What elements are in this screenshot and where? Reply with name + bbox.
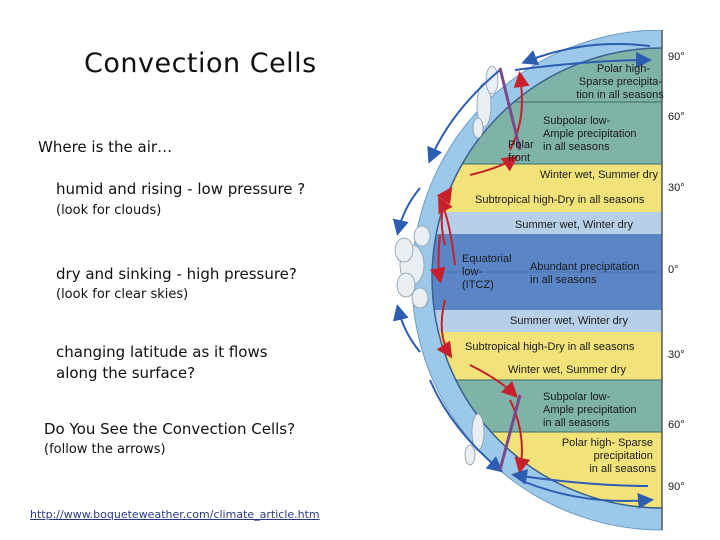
label-polar-high-n: Polar high- Sparse precipita- tion in al… (576, 63, 665, 101)
label-winter-wet-n: Winter wet, Summer dry (540, 169, 658, 181)
label-polar-high-s: Polar high- Sparse precipitation in all … (562, 437, 657, 475)
hint-clouds: (look for clouds) (56, 203, 162, 218)
label-abundant: Abundant precipitation in all seasons (530, 261, 643, 286)
hint-arrows: (follow the arrows) (44, 442, 166, 457)
label-winter-wet-s: Winter wet, Summer dry (508, 364, 626, 376)
lat-label-60s: 60° (668, 419, 685, 431)
label-polar-front: Polar front (508, 139, 537, 164)
arrow-hadley-s (392, 304, 421, 353)
label-subpolar-low-n: Subpolar low- Ample precipitation in all… (543, 115, 640, 153)
question-sinking: dry and sinking - high pressure? (56, 265, 297, 283)
label-summer-wet-s: Summer wet, Winter dry (510, 315, 628, 327)
lat-label-0: 0° (668, 264, 679, 276)
arrow-polar-n (521, 43, 651, 65)
band-summer-wet-n (432, 212, 662, 234)
lat-label-90s: 90° (668, 481, 685, 493)
arrow-ferrel-n (427, 69, 501, 164)
label-subpolar-low-s: Subpolar low- Ample precipitation in all… (543, 391, 640, 429)
label-summer-wet-n: Summer wet, Winter dry (515, 219, 633, 231)
band-summer-wet-s (432, 310, 662, 332)
question-rising: humid and rising - low pressure ? (56, 180, 306, 198)
lat-label-60n: 60° (668, 111, 685, 123)
circulation-arrows (392, 43, 654, 509)
question-latitude: changing latitude as it flows along the … (56, 343, 268, 382)
lat-label-90n: 90° (668, 51, 685, 63)
earth-bands (432, 48, 662, 508)
polar-front-line (498, 67, 522, 151)
global-circulation-diagram: Polar high- Sparse precipita- tion in al… (392, 30, 685, 531)
band-subtropical-s (432, 332, 662, 360)
question-convection-cells: Do You See the Convection Cells? (44, 420, 296, 438)
label-subtropical-s: Subtropical high-Dry in all seasons (465, 341, 635, 353)
cloud-icon (394, 65, 499, 466)
arrow-polar-s (524, 481, 654, 509)
source-link[interactable]: http://www.boqueteweather.com/climate_ar… (30, 508, 320, 521)
lat-label-30n: 30° (668, 182, 685, 194)
hint-clear-skies: (look for clear skies) (56, 287, 189, 302)
lat-label-30s: 30° (668, 349, 685, 361)
arrow-ferrel-s (429, 379, 504, 473)
arrow-hadley-n (392, 187, 421, 236)
intro-text: Where is the air… (38, 138, 173, 156)
label-equatorial: Equatorial low- (ITCZ) (462, 253, 515, 291)
slide-title: Convection Cells (84, 48, 317, 79)
label-subtropical-n: Subtropical high-Dry in all seasons (475, 194, 645, 206)
band-subtropical-n (432, 184, 662, 212)
